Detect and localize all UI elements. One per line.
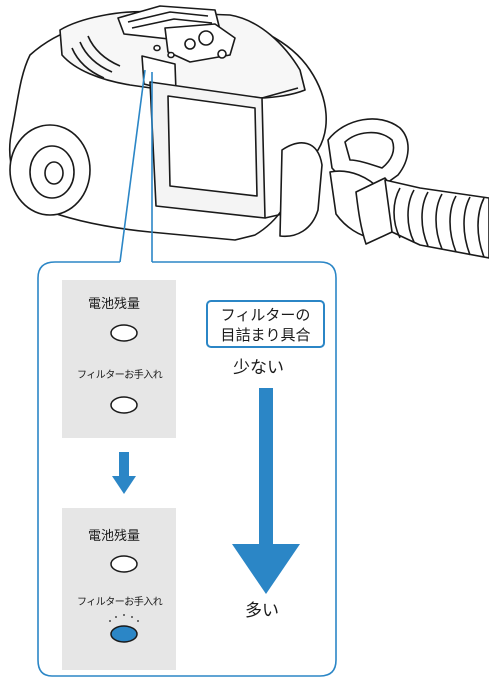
filter-label-top: フィルターお手入れ [77, 370, 163, 381]
battery-label-top: 電池残量 [88, 297, 141, 312]
filter-label-bottom: フィルターお手入れ [77, 597, 163, 608]
battery-led-bottom [110, 555, 138, 573]
low-label: 少ない [233, 358, 284, 378]
large-down-arrow-icon [232, 388, 300, 594]
filter-led-top [110, 396, 138, 414]
filter-led-bottom-lit [110, 625, 138, 643]
led-glow-dots [109, 614, 139, 622]
filter-clog-badge: フィルターの 目詰まり具合 [206, 300, 325, 348]
battery-led-top [110, 324, 138, 342]
high-label: 多い [245, 601, 279, 621]
callout-outline [37, 69, 337, 677]
battery-label-bottom: 電池残量 [88, 529, 141, 544]
vacuum-body [9, 5, 327, 241]
panel-bottom-bg [62, 508, 176, 670]
hose [327, 118, 489, 259]
rear-wheel [9, 124, 91, 216]
badge-line-1: フィルターの [220, 306, 311, 324]
down-arrow-icon [112, 452, 136, 494]
badge-line-2: 目詰まり具合 [220, 326, 311, 344]
